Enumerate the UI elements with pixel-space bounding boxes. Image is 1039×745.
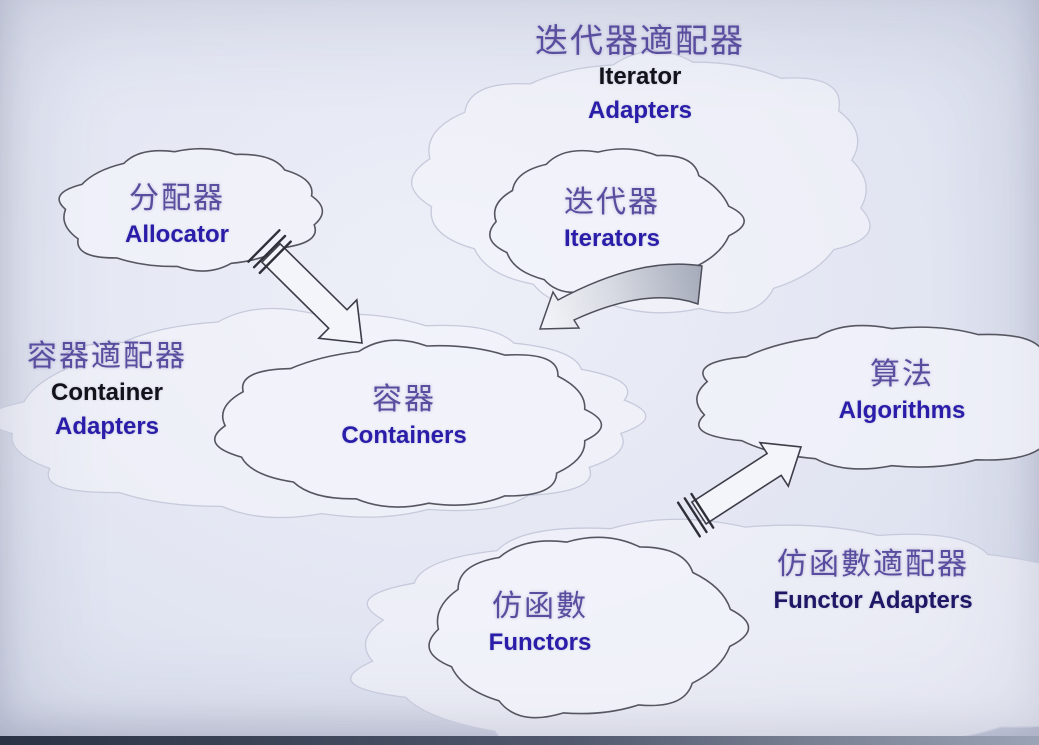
functors-en: Functors bbox=[488, 629, 592, 656]
arrow-tail-stripe bbox=[247, 229, 281, 263]
iterators-en: Iterators bbox=[563, 225, 661, 252]
allocator-en: Allocator bbox=[124, 221, 230, 248]
container-adapters-label: 容器適配器 Container Adapters bbox=[27, 338, 187, 444]
algorithms-en: Algorithms bbox=[838, 397, 966, 424]
iterator-adapters-en-line1: Iterator bbox=[598, 63, 682, 90]
containers-cloud bbox=[214, 339, 603, 508]
containers-en: Containers bbox=[341, 422, 467, 449]
functors-cloud bbox=[428, 536, 750, 719]
allocator-label: 分配器 Allocator bbox=[125, 180, 229, 252]
algorithms-cloud bbox=[696, 324, 1039, 470]
functor-adapters-zh: 仿函數適配器 bbox=[777, 548, 969, 581]
allocator-arrow-tail-stripes bbox=[247, 229, 292, 275]
functors-zh: 仿函數 bbox=[491, 590, 588, 623]
iterators-label: 迭代器 Iterators bbox=[564, 184, 660, 256]
iterator-adapters-label: 迭代器適配器 Iterator Adapters bbox=[535, 22, 745, 128]
container-adapters-en-line2: Adapters bbox=[54, 413, 160, 440]
container-adapters-en-line1: Container bbox=[50, 379, 163, 406]
containers-zh: 容器 bbox=[371, 383, 436, 416]
arrow-tail-stripe bbox=[258, 240, 292, 275]
iterator-adapters-en-line2: Adapters bbox=[587, 97, 693, 124]
functors-arrow-tail-stripes bbox=[676, 492, 715, 538]
functor-adapters-en: Functor Adapters bbox=[773, 587, 973, 614]
algorithms-label: 算法 Algorithms bbox=[839, 356, 966, 428]
allocator-zh: 分配器 bbox=[128, 182, 225, 215]
functors-label: 仿函數 Functors bbox=[489, 588, 592, 660]
photo-bottom-edge bbox=[0, 736, 1039, 745]
functor-adapters-label: 仿函數適配器 Functor Adapters bbox=[773, 546, 972, 618]
allocator-to-containers-arrow bbox=[260, 242, 363, 344]
iterator-adapters-zh: 迭代器適配器 bbox=[535, 22, 745, 59]
arrow-tail-stripe bbox=[690, 492, 715, 529]
arrow-tail-stripe bbox=[252, 234, 287, 269]
arrow-tail-stripe bbox=[676, 501, 701, 538]
algorithms-to-containers-curved-arrow bbox=[538, 263, 703, 330]
containers-label: 容器 Containers bbox=[341, 381, 466, 453]
functors-to-algorithms-arrow bbox=[690, 441, 803, 526]
arrow-tail-stripe bbox=[683, 497, 708, 534]
container-adapters-zh: 容器適配器 bbox=[27, 340, 187, 373]
iterators-zh: 迭代器 bbox=[563, 186, 660, 219]
algorithms-zh: 算法 bbox=[869, 358, 934, 391]
